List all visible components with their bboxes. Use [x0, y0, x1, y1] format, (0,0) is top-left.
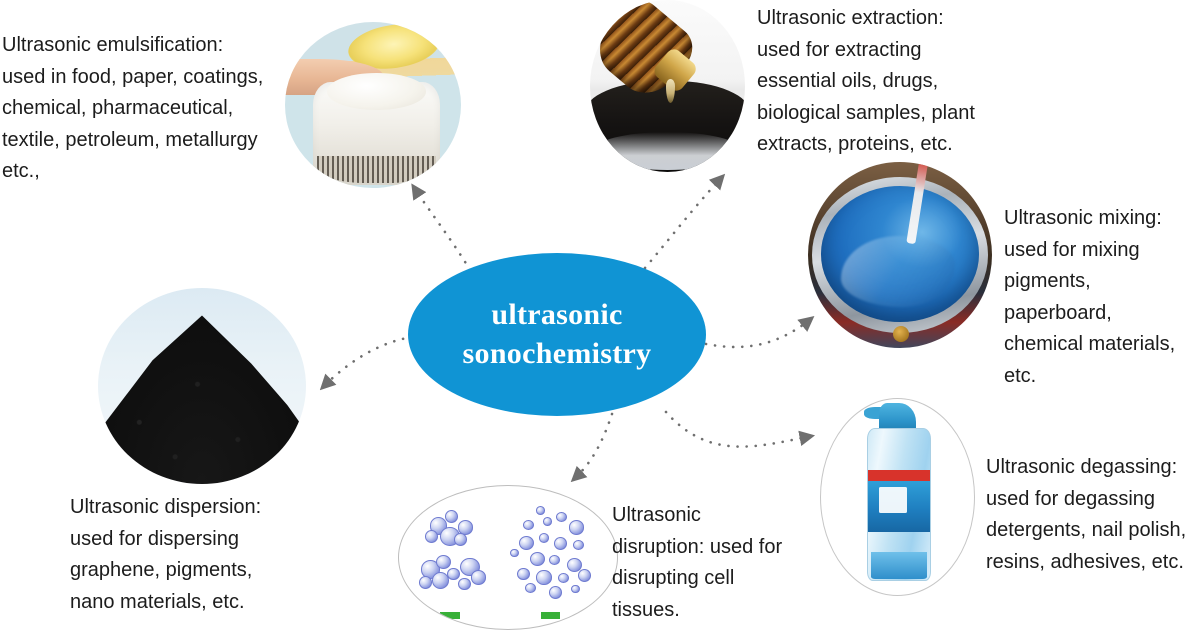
- dish-rim-shape: [593, 132, 742, 171]
- bottle-label-logo-shape: [879, 487, 907, 513]
- bubble: [436, 554, 452, 569]
- connector-to-degassing: [664, 410, 816, 448]
- black-powder-photo: [98, 288, 306, 484]
- bubble: [431, 571, 450, 589]
- bubble: [453, 533, 467, 547]
- liquid-drip-shape: [665, 79, 676, 104]
- bubble: [549, 586, 563, 599]
- bubble: [425, 530, 439, 544]
- label-extraction: Ultrasonic extraction: used for extracti…: [757, 7, 975, 156]
- bubble: [542, 517, 552, 527]
- paint-swirl-shape: [841, 236, 956, 308]
- bubble: [577, 568, 591, 582]
- powder-cone-shape: [98, 315, 306, 484]
- bubble: [553, 537, 567, 551]
- bubble: [569, 520, 585, 535]
- label-dispersion: Ultrasonic dispersion: used for dispersi…: [70, 496, 262, 613]
- oil-extraction-photo-scene: [590, 0, 745, 172]
- bubble: [536, 570, 552, 585]
- bottle-liquid-shape: [871, 551, 927, 580]
- bowl-fitting-shape: [892, 325, 910, 343]
- bubble: [418, 576, 432, 589]
- bubble: [457, 577, 471, 591]
- bubble: [549, 554, 561, 565]
- bottle-label-red-band: [868, 469, 930, 482]
- cell-bubbles-photo: [398, 485, 618, 630]
- bubble: [518, 536, 535, 551]
- center-title-line-1: ultrasonic: [491, 298, 623, 332]
- cream-surface-shape: [327, 73, 426, 110]
- center-node-ultrasonic-sonochemistry: ultrasonic sonochemistry: [408, 253, 706, 416]
- cream-jar-photo-scene: [285, 22, 461, 188]
- label-emulsification: Ultrasonic emulsification: used in food,…: [2, 34, 264, 183]
- bubble: [538, 533, 550, 544]
- jar-label-band-shape: [316, 156, 437, 184]
- detergent-bottle-photo-scene: [821, 399, 974, 595]
- blue-paint-shape: [820, 186, 980, 322]
- bubble: [525, 583, 537, 594]
- bubble: [523, 520, 535, 531]
- blue-paint-mixing-photo: [808, 162, 992, 348]
- oil-extraction-photo: [590, 0, 745, 172]
- sample-tag-left: [440, 612, 461, 619]
- powder-texture-shape: [98, 315, 306, 484]
- bubble: [536, 506, 546, 515]
- bubble: [446, 567, 461, 581]
- black-powder-photo-scene: [98, 288, 306, 484]
- bubble: [571, 584, 580, 594]
- connector-to-dispersion: [319, 335, 414, 391]
- label-disruption: Ultrasonic disruption: used for disrupti…: [612, 504, 783, 621]
- connector-to-extraction: [643, 173, 726, 270]
- bubble: [555, 511, 567, 522]
- bubble: [566, 557, 583, 572]
- cell-bubbles-photo-scene: [399, 486, 617, 629]
- sample-tag-right: [540, 612, 561, 619]
- pump-nozzle-shape: [863, 406, 892, 419]
- bubble: [558, 573, 570, 584]
- bubble: [457, 520, 474, 535]
- connector-to-mixing: [704, 316, 815, 349]
- bubble: [444, 510, 458, 524]
- bubble: [516, 567, 530, 581]
- bubble: [529, 551, 546, 567]
- connector-to-emulsification: [411, 183, 472, 272]
- connector-to-disruption: [570, 412, 614, 483]
- bubble: [573, 540, 585, 551]
- bubble: [510, 548, 519, 558]
- label-mixing: Ultrasonic mixing: used for mixing pigme…: [1004, 207, 1176, 387]
- bubble: [470, 570, 487, 585]
- blue-paint-mixing-photo-scene: [808, 162, 992, 348]
- center-title-line-2: sonochemistry: [462, 336, 652, 370]
- detergent-bottle-photo: [820, 398, 975, 596]
- cream-jar-photo: [285, 22, 461, 188]
- label-degassing: Ultrasonic degassing: used for degassing…: [986, 456, 1187, 573]
